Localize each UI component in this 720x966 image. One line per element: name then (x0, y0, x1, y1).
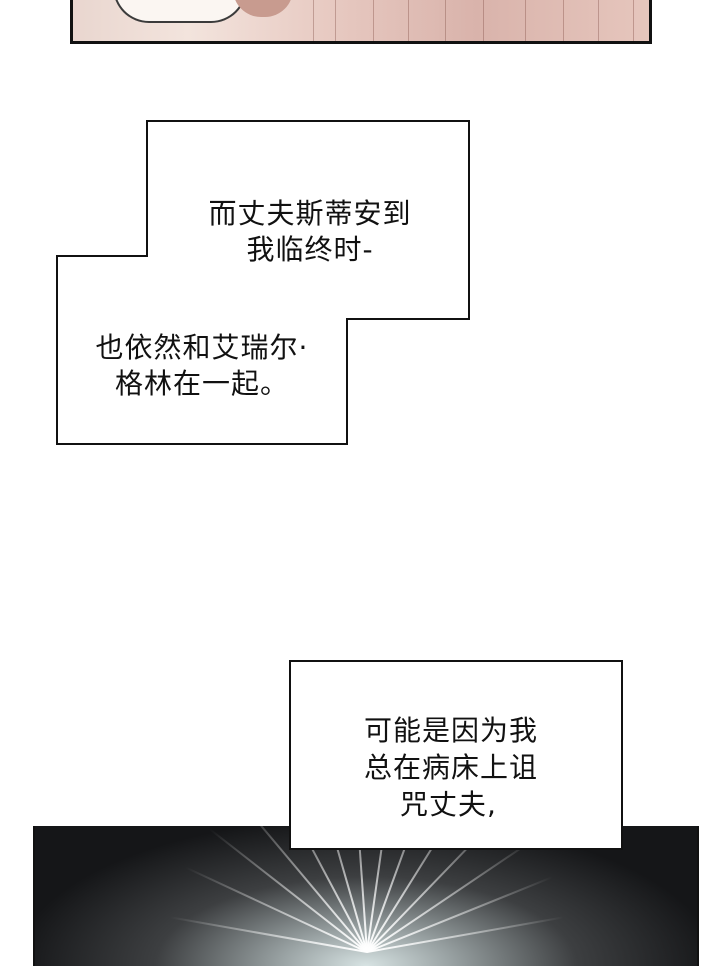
narration-text-2: 可能是因为我 总在病床上诅 咒丈夫, (340, 712, 580, 823)
panel-art-skin-shape (233, 0, 293, 17)
narration-box-2 (289, 660, 623, 850)
narration-line: 总在病床上诅 (364, 751, 539, 784)
narration-line: 可能是因为我 (364, 714, 539, 747)
narration-text-1b: 也依然和艾瑞尔· 格林在一起。 (62, 330, 342, 402)
comic-panel-top (70, 0, 652, 44)
narration-line: 而丈夫斯蒂安到 (208, 197, 412, 230)
narration-line: 咒丈夫, (400, 788, 497, 821)
narration-line: 也依然和艾瑞尔· (95, 331, 309, 364)
narration-text-1a: 而丈夫斯蒂安到 我临终时- (160, 196, 460, 268)
narration-line: 格林在一起。 (114, 367, 289, 400)
narration-line: 我临终时- (246, 233, 374, 266)
